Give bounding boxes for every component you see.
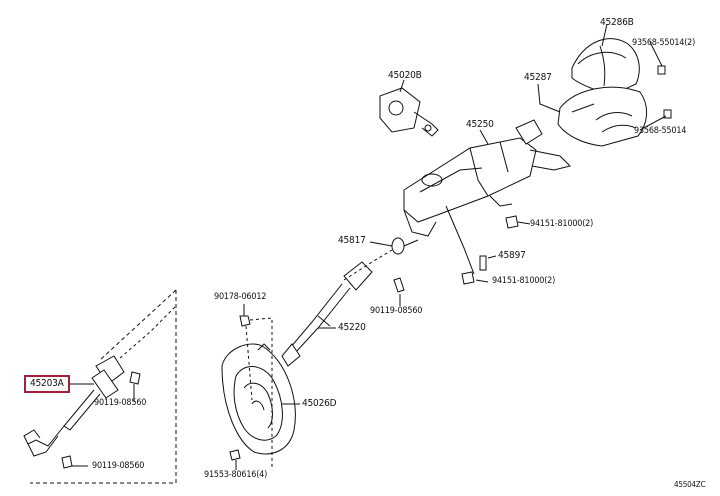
- part-label-45287[interactable]: 45287: [524, 72, 552, 83]
- phantom-outline: [30, 290, 177, 484]
- part-label-90119-08560-middle[interactable]: 90119-08560: [94, 398, 147, 408]
- part-label-93568-55014[interactable]: 93568-55014: [634, 126, 687, 136]
- part-label-90119-08560-lower[interactable]: 90119-08560: [92, 461, 145, 471]
- part-label-90119-08560-upper[interactable]: 90119-08560: [370, 306, 423, 316]
- upper-column-cover: [571, 38, 640, 97]
- part-label-45897[interactable]: 45897: [498, 250, 526, 261]
- part-label-94151-81000-2-lower[interactable]: 94151-81000(2): [492, 276, 556, 286]
- part-label-90178-06012[interactable]: 90178-06012: [214, 292, 267, 302]
- part-label-45220[interactable]: 45220: [338, 322, 366, 333]
- part-label-45286B[interactable]: 45286B: [600, 17, 634, 28]
- part-label-91553-80616-4[interactable]: 91553-80616(4): [204, 470, 268, 480]
- part-label-94151-81000-2-upper[interactable]: 94151-81000(2): [530, 219, 594, 229]
- part-label-45250[interactable]: 45250: [466, 119, 494, 130]
- part-label-45817[interactable]: 45817: [338, 235, 366, 246]
- steering-intermediate-shaft-lower: [23, 355, 125, 457]
- part-label-45203A-highlighted[interactable]: 45203A: [24, 375, 70, 393]
- intermediate-shaft: [281, 261, 373, 367]
- figure-code: 45504ZC: [674, 480, 706, 489]
- phantom-outline-2: [99, 289, 177, 361]
- part-label-93568-55014-2[interactable]: 93568-55014(2): [632, 38, 696, 48]
- lower-column-cover: [557, 86, 647, 147]
- part-label-45026D[interactable]: 45026D: [302, 398, 337, 409]
- steering-column-assembly: [403, 119, 571, 275]
- part-label-45020B[interactable]: 45020B: [388, 70, 422, 81]
- column-hole-cover: [221, 343, 296, 455]
- ignition-switch: [379, 87, 439, 137]
